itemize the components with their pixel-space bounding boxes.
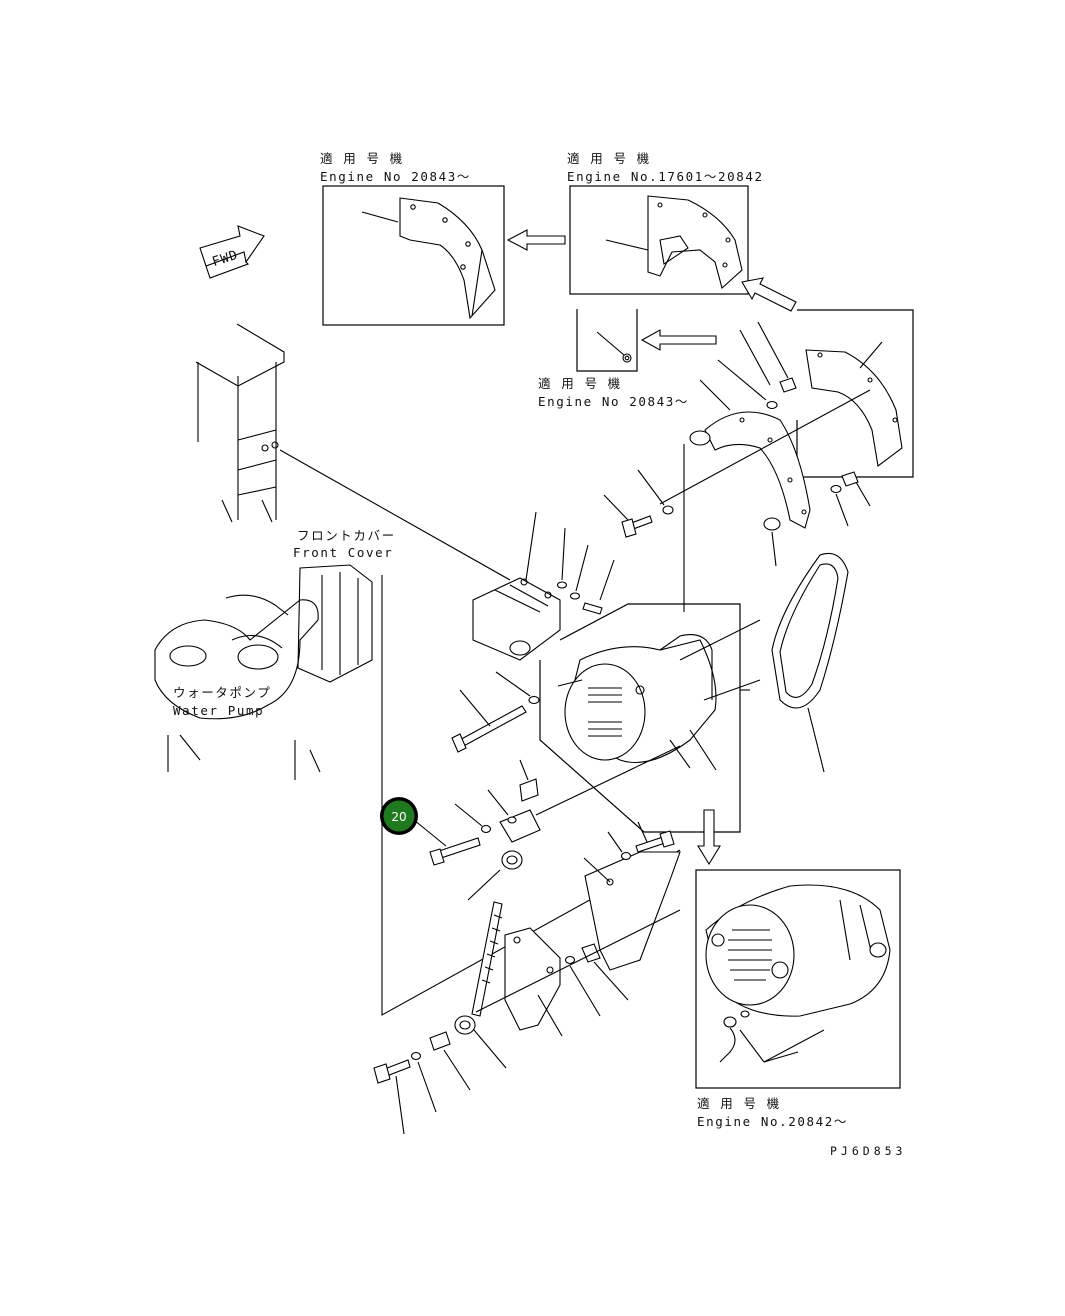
adjuster-block [413,745,681,866]
variant-top-left-en: Engine No 20843～ [320,169,471,184]
callout-fill [383,800,415,832]
variant-small-en: Engine No 20843～ [538,394,689,409]
water-pump-en: Water Pump [173,703,264,718]
water-pump: ウォータポンプ Water Pump [154,564,373,780]
bottom-bolt-stack [373,909,681,1135]
fwd-arrow-icon: FWD [199,225,265,279]
variant-box-top-right: 適 用 号 機 Engine No.17601～20842 [567,151,764,295]
lower-bracket [504,821,681,1037]
variant-top-right-en: Engine No.17601～20842 [567,169,764,184]
variant-bottom-right-jp: 適 用 号 機 [697,1096,781,1111]
arrow-down [697,809,721,866]
arrow-up-right [741,277,797,312]
variant-small-jp: 適 用 号 機 [538,376,622,391]
engine-front-cover: フロントカバー Front Cover [195,323,396,560]
alternator-bracket [472,511,615,661]
alternator-main [539,603,761,833]
drawing-code: PJ6D853 [830,1144,906,1158]
water-pump-jp: ウォータポンプ [173,685,271,700]
adjusting-plate [603,321,871,612]
assembly-outline [381,575,681,1016]
front-cover-jp: フロントカバー [297,528,396,543]
variant-box-small: 適 用 号 機 Engine No 20843～ [538,309,689,409]
leader-front-cover [279,449,511,581]
variant-top-right-jp: 適 用 号 機 [567,151,651,166]
arrow-left-top [506,229,566,251]
callout-number: 20 [391,810,406,824]
arrow-left-small [640,329,717,351]
bracket-detail-box [796,309,914,478]
adjusting-rod [454,850,523,1069]
variant-top-left-jp: 適 用 号 機 [320,151,404,166]
v-belt [771,552,849,773]
long-bolt [451,671,540,753]
variant-bottom-right-en: Engine No.20842～ [697,1114,848,1129]
bolt-group-lower-right [564,830,675,1017]
front-cover-en: Front Cover [293,545,393,560]
variant-box-bottom-right: 適 用 号 機 Engine No.20842～ [695,869,901,1129]
part-callout-20[interactable]: 20 [380,797,418,835]
variant-box-top-left: 適 用 号 機 Engine No 20843～ [320,151,505,326]
